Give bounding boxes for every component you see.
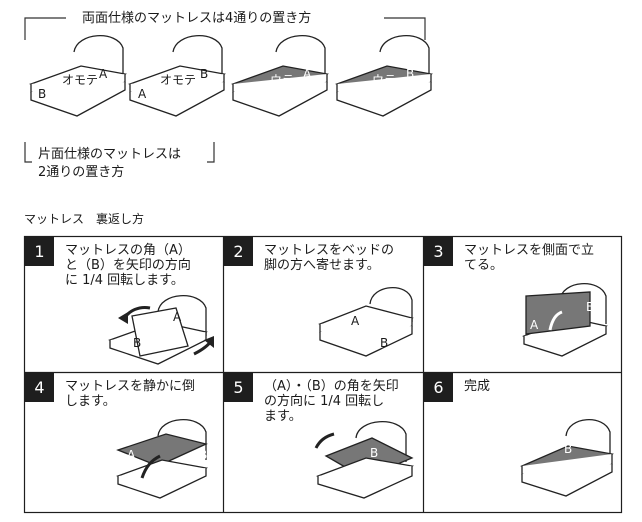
step-4-number: 4	[25, 373, 54, 402]
step-1-text: マットレスの角（A） と（B）を矢印の方向 に 1/4 回転します。	[65, 243, 191, 288]
step-4-text: マットレスを静かに倒 します。	[65, 379, 196, 409]
bed-illustration-1	[28, 35, 128, 117]
step-1-label-a: A	[173, 310, 182, 324]
bed-2-label-b: B	[200, 67, 209, 81]
step-2-label-a: A	[351, 314, 360, 328]
step-3-label-a: A	[530, 318, 539, 332]
step-1-cell: 1 マットレスの角（A） と（B）を矢印の方向 に 1/4 回転します。 A B	[25, 237, 223, 372]
step-3-number: 3	[424, 237, 453, 266]
step-2-text: マットレスをベッドの 脚の方へ寄せます。	[264, 243, 395, 273]
bed-2-label-a: A	[138, 87, 147, 101]
step-5-cell: 5 （A）・（B）の角を矢印 の方向に 1/4 回転し ます。 A B	[224, 373, 423, 512]
step5-illustration	[314, 421, 415, 499]
step-5-label-b: B	[370, 446, 379, 460]
bed-1-label-b: B	[38, 87, 47, 101]
section-title: マットレス 裏返し方	[24, 212, 145, 226]
single-sided-line2: 2通りの置き方	[38, 165, 125, 180]
step-4-label-b: B	[199, 448, 208, 462]
step-6-label-b: B	[564, 442, 573, 456]
bed-3-label-a: A	[303, 67, 312, 81]
step-4-label-a: A	[127, 448, 136, 462]
step-2-label-b: B	[380, 336, 389, 350]
step-6-label-a: A	[568, 466, 577, 480]
step-2-number: 2	[224, 237, 253, 266]
step-3-text: マットレスを側面で立 てる。	[464, 243, 595, 273]
step4-illustration	[116, 419, 209, 499]
single-sided-line1: 片面仕様のマットレスは	[38, 147, 182, 162]
step-6-cell: 6 完成 A B	[424, 373, 621, 512]
bed-1-label-a: A	[99, 67, 108, 81]
step-5-text: （A）・（B）の角を矢印 の方向に 1/4 回転し ます。	[264, 379, 399, 424]
step-6-text: 完成	[464, 379, 491, 394]
bed-3-label-b: B	[246, 87, 255, 101]
bed-4-label-b: B	[406, 67, 415, 81]
double-sided-title: 両面仕様のマットレスは4通りの置き方	[82, 11, 312, 26]
step1-illustration	[108, 295, 214, 365]
step-5-number: 5	[224, 373, 253, 402]
bed-illustration-2	[127, 35, 227, 117]
step-4-cell: 4 マットレスを静かに倒 します。 A B	[25, 373, 223, 512]
step2-illustration	[318, 287, 414, 357]
step-1-label-b: B	[133, 336, 142, 350]
step-6-number: 6	[424, 373, 453, 402]
bed-illustration-4	[334, 35, 434, 117]
bed-3-face-label: ウラ	[270, 73, 295, 87]
step6-illustration	[520, 419, 614, 497]
bed-1-face-label: オモテ	[62, 73, 99, 87]
step-3-label-b: B	[586, 300, 595, 314]
step-2-cell: 2 マットレスをベッドの 脚の方へ寄せます。 A B	[224, 237, 423, 372]
step-1-number: 1	[25, 237, 54, 266]
bed-4-label-a: A	[350, 87, 359, 101]
bed-4-face-label: ウラ	[372, 73, 397, 87]
step-5-label-a: A	[344, 464, 353, 478]
bed-illustration-3	[230, 35, 330, 117]
step-3-cell: 3 マットレスを側面で立 てる。 A B	[424, 237, 621, 372]
step3-illustration	[522, 283, 608, 357]
bed-2-face-label: オモテ	[160, 73, 197, 87]
